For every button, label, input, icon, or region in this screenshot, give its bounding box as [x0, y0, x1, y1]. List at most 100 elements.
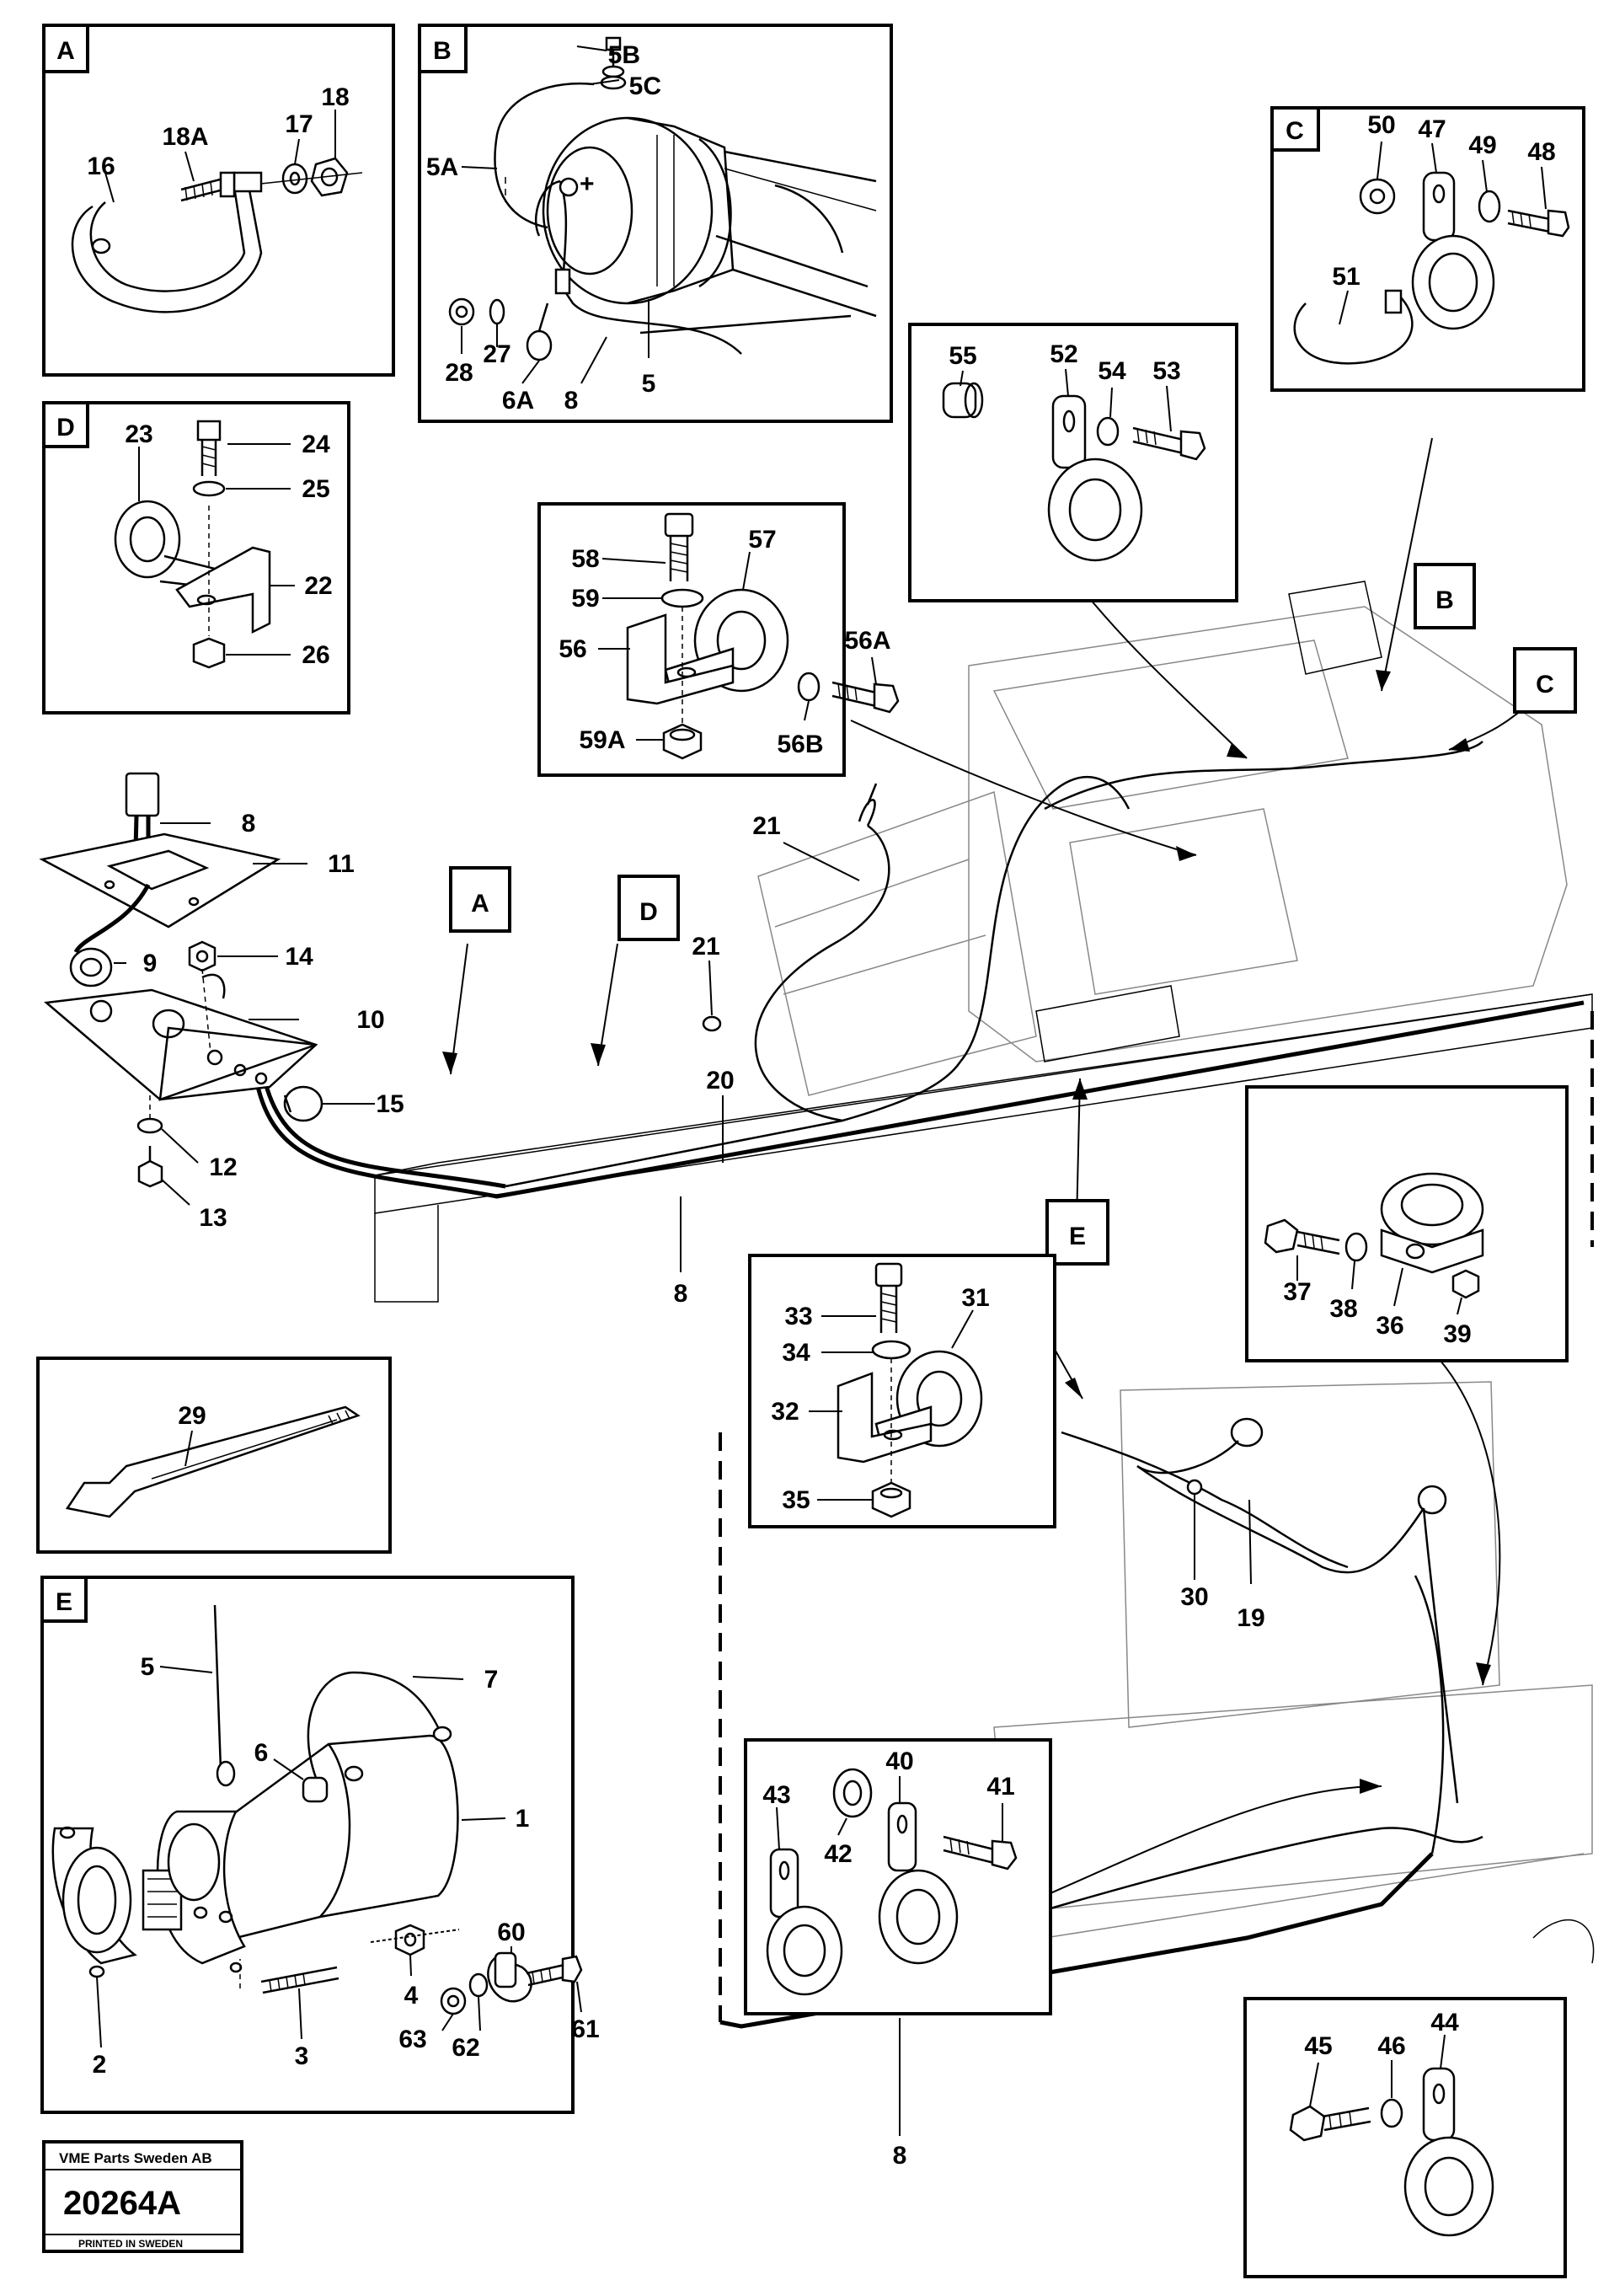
- stud-3: [260, 1966, 339, 1994]
- pointer-arrows: [442, 437, 1534, 1897]
- label-5a: 5A: [426, 153, 458, 181]
- pointer-letter-c: C: [1536, 671, 1554, 698]
- bracket-56: [626, 613, 735, 705]
- svg-text:+: +: [580, 170, 595, 198]
- label-5b: 5B: [608, 41, 640, 69]
- label-54: 54: [1098, 357, 1126, 385]
- gasket-11: [39, 832, 281, 929]
- label-11: 11: [328, 850, 355, 878]
- label-1: 1: [516, 1805, 530, 1833]
- label-60: 60: [497, 1919, 525, 1946]
- label-47: 47: [1418, 115, 1446, 143]
- label-62: 62: [452, 2034, 479, 2062]
- label-35: 35: [782, 1486, 810, 1514]
- label-8-b: 8: [564, 387, 579, 415]
- bolt-45: [1289, 2105, 1371, 2142]
- label-56a: 56A: [844, 627, 890, 655]
- label-53: 53: [1152, 357, 1180, 385]
- washer-12: [136, 1117, 163, 1134]
- detail-box-strap-29: 29: [36, 1357, 392, 1554]
- label-48: 48: [1527, 138, 1555, 166]
- label-5-b: 5: [642, 370, 656, 398]
- nut-35: [871, 1481, 911, 1518]
- label-59a: 59A: [579, 726, 625, 754]
- label-14: 14: [285, 943, 313, 971]
- nut-14: [188, 940, 216, 972]
- label-37: 37: [1283, 1278, 1311, 1306]
- detail-box-clamp-36: 37 38 36 39: [1245, 1085, 1569, 1362]
- label-32: 32: [771, 1398, 799, 1426]
- label-18: 18: [321, 83, 349, 111]
- detail-box-d-letter: D: [56, 414, 75, 442]
- bolt-58: [664, 512, 694, 581]
- washer-25: [192, 480, 226, 497]
- label-8-harness: 8: [674, 1280, 688, 1308]
- label-25: 25: [302, 475, 329, 503]
- washer-54: [1096, 416, 1120, 447]
- washer-49: [1478, 190, 1501, 223]
- detail-box-clip-44: 45 46 44: [1243, 1997, 1567, 2278]
- screw-18a: [180, 171, 236, 202]
- label-17: 17: [285, 110, 313, 138]
- bolt-37: [1264, 1218, 1340, 1255]
- label-51: 51: [1332, 263, 1360, 291]
- label-5-e: 5: [141, 1653, 155, 1681]
- pointer-box-d: D: [617, 875, 680, 941]
- detail-box-e-letter: E: [56, 1588, 72, 1616]
- label-12: 12: [209, 1153, 237, 1181]
- bolt-56a: [831, 681, 900, 714]
- screw-13: [137, 1146, 163, 1188]
- label-10: 10: [356, 1006, 384, 1034]
- label-29: 29: [178, 1402, 206, 1430]
- label-46: 46: [1377, 2032, 1405, 2060]
- label-61: 61: [571, 2015, 599, 2043]
- bolt-41: [943, 1835, 1018, 1871]
- label-3: 3: [295, 2042, 309, 2070]
- label-38: 38: [1329, 1295, 1357, 1323]
- label-42: 42: [824, 1840, 852, 1868]
- label-34: 34: [782, 1339, 810, 1367]
- bolt-61: [526, 1955, 583, 1987]
- label-2: 2: [93, 2051, 107, 2079]
- pointer-box-b: B: [1414, 563, 1476, 629]
- pointer-box-e: E: [1045, 1199, 1109, 1266]
- label-59: 59: [571, 585, 599, 613]
- detail-box-a: A 16 18A 17 18: [42, 24, 395, 377]
- stamp-printed: PRINTED IN SWEDEN: [78, 2238, 183, 2250]
- detail-box-c: C 50 47 49 48 51: [1270, 106, 1585, 392]
- clip-52: [1047, 394, 1143, 562]
- clip-47: [1411, 171, 1495, 330]
- stamp-company: VME Parts Sweden AB: [59, 2150, 212, 2166]
- cab-wiring: 30 19: [1136, 1417, 1459, 1804]
- drawing-stamp: VME Parts Sweden AB 20264A PRINTED IN SW…: [42, 2140, 243, 2253]
- pointer-letter-d: D: [639, 898, 658, 926]
- alternator: [542, 116, 877, 318]
- label-15: 15: [376, 1090, 404, 1118]
- label-13: 13: [199, 1204, 227, 1232]
- label-43: 43: [762, 1781, 790, 1809]
- clip-43: [766, 1848, 843, 1996]
- label-24: 24: [302, 431, 330, 458]
- washer-46: [1380, 2098, 1403, 2128]
- nut-26: [192, 637, 226, 669]
- pointer-letter-e: E: [1069, 1223, 1086, 1250]
- detail-box-b-letter: B: [433, 37, 452, 65]
- label-57: 57: [748, 526, 776, 554]
- detail-box-b: B +: [418, 24, 893, 423]
- label-22: 22: [304, 572, 332, 600]
- label-63: 63: [398, 2026, 426, 2053]
- pointer-letter-a: A: [471, 890, 489, 918]
- detail-box-clamp-56: 58 57 59 56 56A 59A 56B: [537, 502, 900, 777]
- washer-62: [468, 1972, 489, 1998]
- label-4: 4: [404, 1982, 419, 2010]
- pointer-box-a: A: [449, 866, 511, 933]
- label-50: 50: [1367, 111, 1395, 139]
- label-21-lower: 21: [692, 933, 719, 961]
- cap-6a: [526, 302, 553, 361]
- plug-15: [283, 1085, 323, 1122]
- label-20: 20: [706, 1067, 734, 1094]
- label-26: 26: [302, 641, 329, 669]
- bolt-48: [1507, 209, 1570, 238]
- label-31: 31: [961, 1284, 989, 1312]
